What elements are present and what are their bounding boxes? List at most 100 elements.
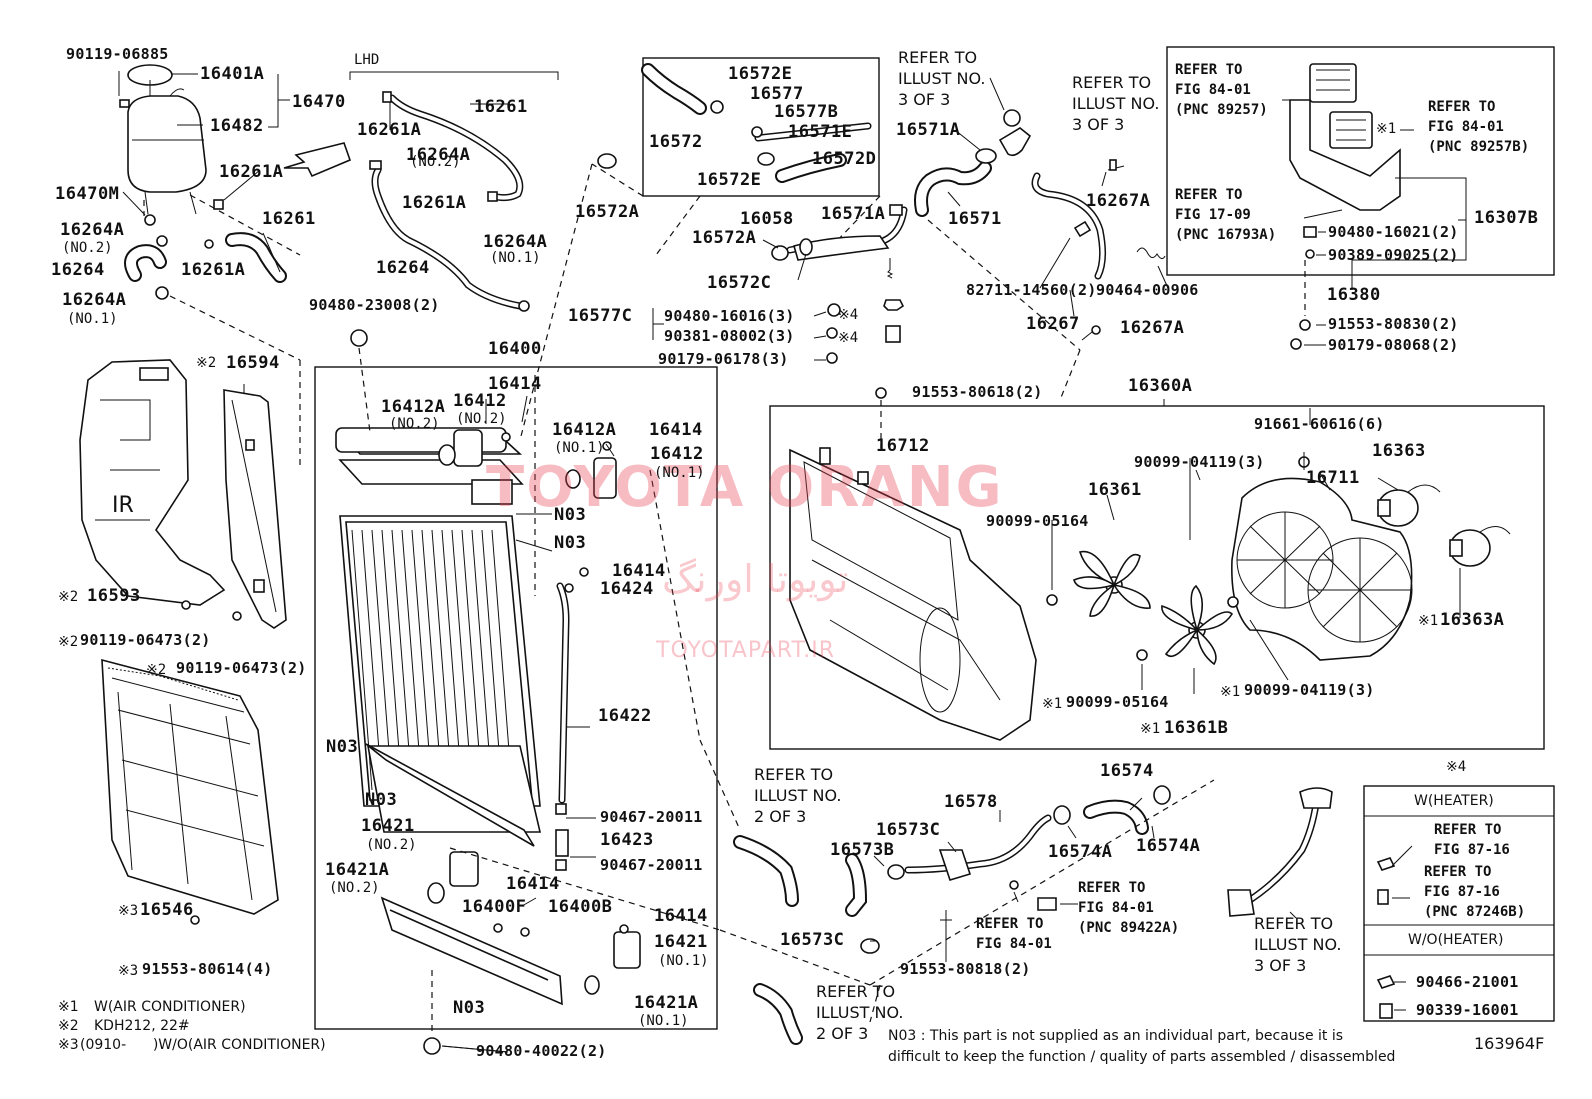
part-label: 16414	[654, 906, 708, 926]
footnote-mark: ※2	[58, 1018, 79, 1034]
part-label: 16264	[376, 258, 430, 278]
part-label: 16571E	[788, 122, 853, 142]
part-label: 16573C	[876, 820, 941, 840]
bracket-detail-frame	[1166, 46, 1555, 276]
note-mark: ※3	[118, 903, 139, 919]
part-label: 16421A	[325, 860, 390, 880]
refer-figure: REFER TO FIG 17-09 (PNC 16793A)	[1175, 187, 1277, 243]
part-label: 16546	[140, 900, 194, 920]
refer-illustration: REFER TO ILLUST NO. 3 OF 3	[1072, 73, 1160, 134]
part-label: 90480-16021(2)	[1328, 223, 1459, 241]
part-label: 90119-06885	[66, 45, 169, 63]
part-label: 16361B	[1164, 718, 1229, 738]
n03-note-line2: difficult to keep the function / quality…	[888, 1049, 1396, 1065]
part-label: 16573C	[780, 930, 845, 950]
part-label: 16578	[944, 792, 998, 812]
part-label: 16264A	[60, 220, 125, 240]
note-mark: ※2	[196, 355, 217, 371]
note-mark: ※4	[838, 307, 859, 323]
refer-illustration: REFER TO ILLUST NO. 3 OF 3	[898, 48, 986, 109]
part-label: 90099-05164	[986, 512, 1089, 530]
refer-figure: REFER TO FIG 84-01	[976, 916, 1052, 952]
refer-illustration: REFER TO ILLUST NO. 3 OF 3	[1254, 914, 1342, 975]
refer-figure: REFER TO FIG 84-01 (PNC 89257)	[1175, 62, 1268, 118]
part-label: 16470M	[55, 184, 120, 204]
part-label: 16422	[598, 706, 652, 726]
motor-16363	[1377, 484, 1441, 527]
direction-arrow	[283, 142, 352, 178]
side-deflector: IR	[79, 359, 226, 606]
part-label: 16593	[87, 586, 141, 606]
part-label: 91553-80830(2)	[1328, 315, 1459, 333]
watermark-site: TOYOTAPART.IR	[656, 638, 836, 663]
part-label: 90179-08068(2)	[1328, 336, 1459, 354]
part-label: 16571	[948, 209, 1002, 229]
part-label: 16574A	[1048, 842, 1113, 862]
part-label: 90467-20011	[600, 856, 703, 874]
part-label: 16577B	[774, 102, 839, 122]
footnote-text: (0910- )W/O(AIR CONDITIONER)	[80, 1037, 326, 1053]
legend-heading: ※4	[1446, 759, 1467, 775]
note-mark: ※1	[1042, 696, 1063, 712]
part-label: 82711-14560(2)	[966, 281, 1097, 299]
part-label: 16421A	[634, 993, 699, 1013]
part-label: 91661-60616(6)	[1254, 415, 1385, 433]
part-label: 16261A	[402, 193, 467, 213]
part-label: N03	[365, 790, 398, 810]
bracket-16307b	[1289, 63, 1401, 211]
pipe-detail-frame	[642, 57, 880, 197]
part-label: 90099-04119(3)	[1134, 453, 1265, 471]
note-mark: ※1	[1140, 721, 1161, 737]
note-mark: ※4	[838, 330, 859, 346]
part-label: 16400F	[462, 897, 527, 917]
n03-note-line1: N03 : This part is not supplied as an in…	[888, 1028, 1344, 1044]
part-label: 16571A	[896, 120, 961, 140]
part-label: 16711	[1306, 468, 1360, 488]
part-label: 16424	[600, 579, 654, 599]
part-label: 16572C	[707, 273, 772, 293]
part-label: 90119-06473(2)	[176, 659, 307, 677]
sub-label: (NO.1)	[490, 250, 541, 266]
part-label: N03	[554, 505, 587, 525]
sub-label: (NO.1)	[554, 440, 605, 456]
fan-16361b	[1161, 584, 1234, 666]
part-label: 90179-06178(3)	[658, 350, 789, 368]
part-label: 16412	[453, 391, 507, 411]
part-label: 16264A	[406, 145, 471, 165]
note-mark: ※2	[58, 634, 79, 650]
part-label: 16412A	[381, 397, 446, 417]
footnote-text: W(AIR CONDITIONER)	[94, 999, 246, 1015]
part-label: 91553-80818(2)	[900, 960, 1031, 978]
part-label: 16261	[474, 97, 528, 117]
sub-label: (NO.2)	[329, 880, 380, 896]
part-label: 16264A	[62, 290, 127, 310]
part-label: 16380	[1327, 285, 1381, 305]
motor-16363a	[1449, 526, 1511, 567]
part-label: 90464-00906	[1096, 281, 1199, 299]
sub-label: (NO.1)	[638, 1013, 689, 1029]
sub-label: (NO.1)	[658, 953, 709, 969]
part-label: 16261A	[219, 162, 284, 182]
sub-label: (NO.2)	[410, 154, 461, 170]
part-label: 16574	[1100, 761, 1154, 781]
fan-shroud-16712	[789, 387, 1037, 741]
part-label: 16414	[649, 420, 703, 440]
sub-label: (NO.2)	[456, 411, 507, 427]
part-label: N03	[554, 533, 587, 553]
part-label: 16571A	[821, 204, 886, 224]
legend-w-heater: W(HEATER)	[1414, 793, 1494, 809]
part-label: 16421	[654, 932, 708, 952]
note-mark: ※1	[1376, 121, 1397, 137]
part-label: 16307B	[1474, 208, 1539, 228]
part-label: 16572E	[697, 170, 762, 190]
part-label: 16361	[1088, 480, 1142, 500]
section-lhd: LHD	[354, 52, 380, 68]
note-mark: ※3	[118, 963, 139, 979]
part-label: 90389-09025(2)	[1328, 246, 1459, 264]
svg-text:IR: IR	[112, 493, 134, 518]
part-label: 16261A	[357, 120, 422, 140]
part-label: 16482	[210, 116, 264, 136]
part-label: 16574A	[1136, 836, 1201, 856]
refer-figure: REFER TO FIG 84-01 (PNC 89422A)	[1078, 880, 1180, 936]
